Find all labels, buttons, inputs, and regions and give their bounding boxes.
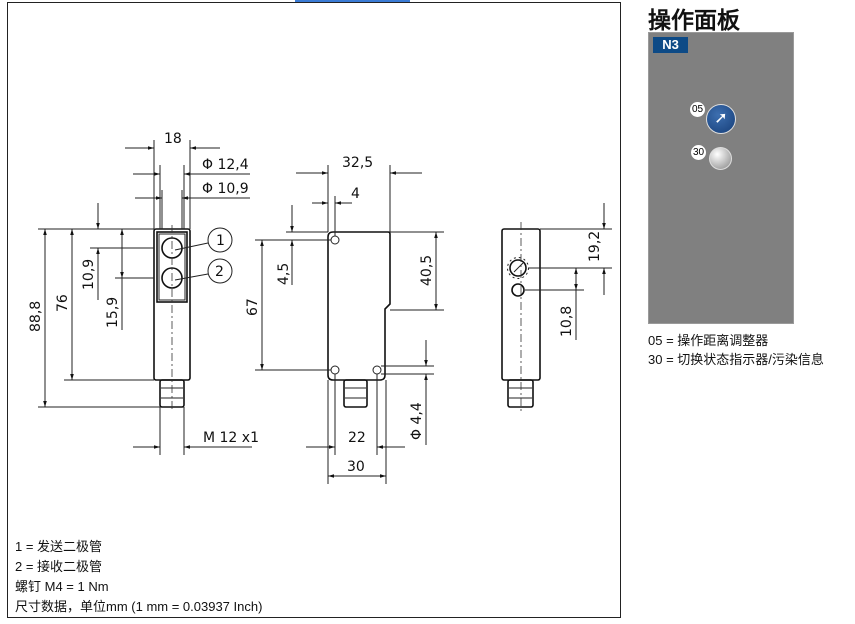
dim-32-5: 32,5 <box>342 155 373 171</box>
dim-22: 22 <box>348 430 366 446</box>
callout-1: 1 <box>216 233 225 249</box>
operating-panel: N3 05 ➚ 30 <box>648 32 794 324</box>
front-view: 18 Φ 12,4 Φ 10,9 1 2 88,8 76 10,9 15,9 M… <box>28 131 259 455</box>
top-view: 19,2 10,8 <box>501 203 612 412</box>
dim-18: 18 <box>164 131 182 147</box>
dim-4-5: 4,5 <box>276 263 292 285</box>
dim-76: 76 <box>55 294 71 312</box>
legend-line: 1 = 发送二极管 <box>15 539 103 554</box>
dim-19-2: 19,2 <box>587 231 603 262</box>
dim-88-8: 88,8 <box>28 301 44 332</box>
panel-legend-item: 05 = 操作距离调整器 <box>648 333 769 348</box>
legend-line: 2 = 接收二极管 <box>15 559 103 574</box>
led-icon <box>709 147 732 170</box>
callout-2: 2 <box>215 264 224 280</box>
drawing-frame <box>7 2 621 618</box>
legend-line: 尺寸数据，单位mm (1 mm = 0.03937 Inch) <box>15 599 263 614</box>
drawing-legend: 1 = 发送二极管 2 = 接收二极管 螺钉 M4 = 1 Nm 尺寸数据，单位… <box>15 537 262 617</box>
panel-legend-item: 30 = 切换状态指示器/污染信息 <box>648 352 824 367</box>
panel-title: 操作面板 <box>648 7 740 33</box>
tag-30: 30 <box>691 145 706 160</box>
dim-dia-12-4: Φ 12,4 <box>202 157 249 173</box>
dim-10-8: 10,8 <box>559 306 575 337</box>
dim-4: 4 <box>351 186 360 202</box>
dim-thread-m12: M 12 x1 <box>203 430 259 446</box>
scroll-indicator <box>295 0 410 2</box>
dimension-drawing: 18 Φ 12,4 Φ 10,9 1 2 88,8 76 10,9 15,9 M… <box>28 131 612 484</box>
dim-30: 30 <box>347 459 365 475</box>
tag-05: 05 <box>690 102 705 117</box>
dim-dia-10-9: Φ 10,9 <box>202 181 249 197</box>
side-view: 32,5 4 4,5 67 40,5 Φ 4,4 22 30 <box>245 155 444 484</box>
dim-40-5: 40,5 <box>419 255 435 286</box>
legend-line: 螺钉 M4 = 1 Nm <box>15 579 109 594</box>
dim-15-9: 15,9 <box>105 297 121 328</box>
dim-dia-4-4: Φ 4,4 <box>409 402 425 440</box>
arrow-knob-icon: ➚ <box>706 104 736 134</box>
dim-10-9: 10,9 <box>81 259 97 290</box>
panel-legend: 05 = 操作距离调整器 30 = 切换状态指示器/污染信息 <box>648 331 824 369</box>
dim-67: 67 <box>245 298 261 316</box>
panel-badge: N3 <box>653 37 688 53</box>
